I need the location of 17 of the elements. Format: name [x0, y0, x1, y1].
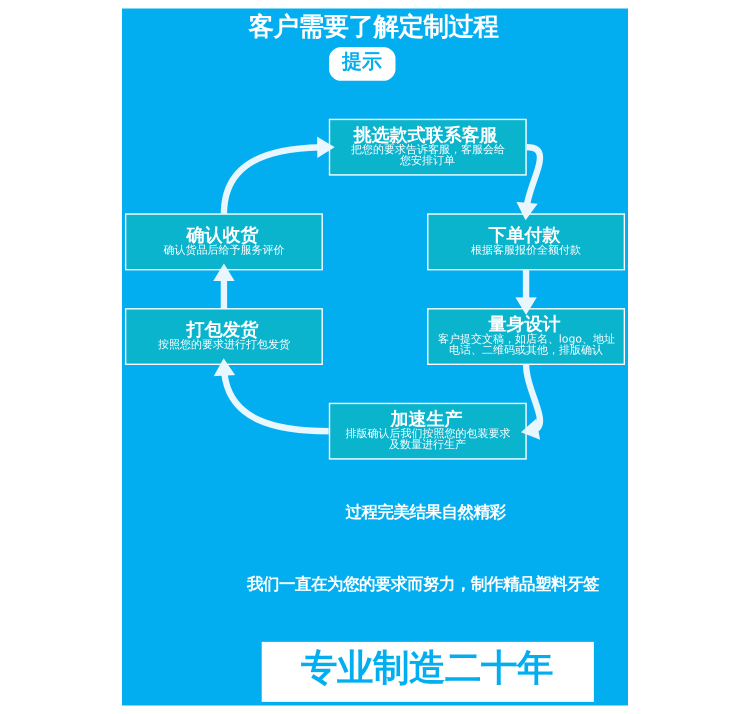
label: 我们一直在为您的要求而努力，制作精品塑料牙签 [247, 574, 600, 594]
arrow [213, 264, 235, 309]
node-box: 确认收货 确认货品后给予服务评价 [124, 213, 323, 270]
arrow [516, 144, 544, 220]
label: 专业制造二十年 [300, 646, 553, 690]
node-box: 挑选款式联系客服 把您的要求告诉客服，客服会给您安排订单 [328, 118, 527, 176]
diagram-title: 客户需要了解定制过程 [248, 12, 498, 42]
arrow [214, 358, 329, 434]
node-box: 下单付款 根据客服报价全额付款 [427, 213, 626, 270]
node-box: 打包发货 按照您的要求进行打包发货 [124, 308, 323, 365]
node-box: 加速生产 排版确认后我们按照您的包装要求及数量进行生产 [328, 402, 527, 460]
label: 过程完美结果自然精彩 [345, 502, 506, 522]
arrow [220, 136, 335, 214]
node-box: 量身设计 客户提交文稿，如店名、logo、地址电话、二维码或其他，排版确认 [427, 308, 626, 365]
arrow [515, 270, 537, 315]
arrow [520, 364, 544, 440]
node-box: 提示 [329, 47, 396, 81]
